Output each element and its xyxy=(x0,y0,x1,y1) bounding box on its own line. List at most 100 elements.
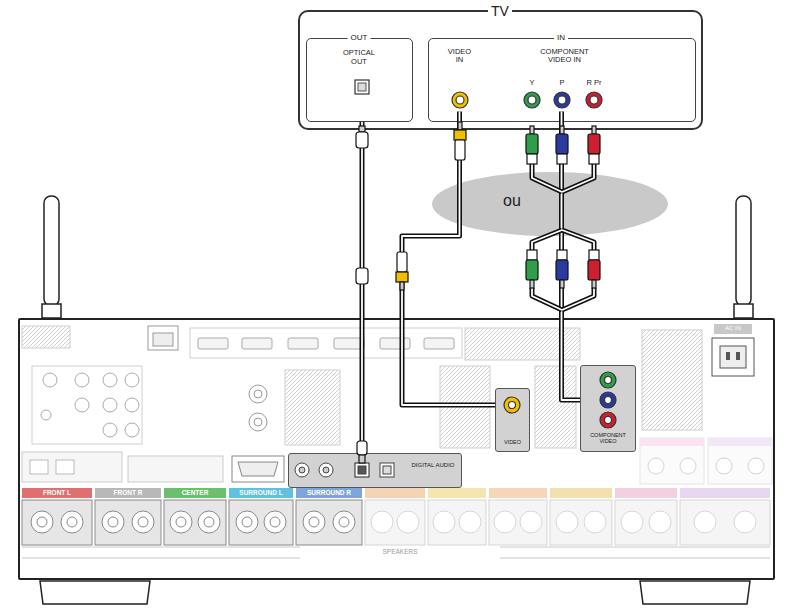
pre-out-jack xyxy=(640,438,704,446)
oval-shape xyxy=(432,172,668,236)
analog-jack xyxy=(249,385,267,403)
network-port xyxy=(148,326,178,350)
rca-jack xyxy=(586,92,602,108)
rca-jack xyxy=(600,372,616,388)
signal-name: Y xyxy=(526,79,537,88)
speaker-terminal xyxy=(198,511,220,533)
rca-plug xyxy=(588,260,600,280)
rca-jack xyxy=(600,412,616,428)
receiver-foot xyxy=(640,581,750,604)
oval-shape xyxy=(432,172,668,236)
speaker-terminal xyxy=(584,511,606,533)
hdmi-port xyxy=(198,338,228,349)
speaker-terminal xyxy=(734,511,756,533)
speaker-terminal xyxy=(649,511,671,533)
analog-jack xyxy=(75,398,89,412)
speaker-band xyxy=(95,488,161,498)
port-name: VIDEO xyxy=(496,439,529,445)
cable xyxy=(360,122,365,453)
hatched-panel xyxy=(642,330,702,430)
digital-jack xyxy=(323,467,329,473)
port-name: COMPONENT VIDEO xyxy=(581,432,635,445)
rca-plug xyxy=(589,154,599,164)
cable xyxy=(362,122,363,453)
speaker-terminal xyxy=(459,511,481,533)
control-port xyxy=(238,462,278,476)
digital-jack xyxy=(355,463,369,477)
rca-plug xyxy=(560,126,564,134)
antenna xyxy=(42,196,753,318)
antenna xyxy=(734,304,753,318)
speaker-terminal xyxy=(236,511,258,533)
rca-plug xyxy=(588,134,600,154)
control-port xyxy=(30,460,48,474)
control-port xyxy=(22,452,284,482)
rca-plug xyxy=(530,126,534,134)
speaker-band xyxy=(164,488,226,498)
section-rule xyxy=(22,547,770,558)
pre-out-jack xyxy=(748,458,764,474)
speaker-terminal xyxy=(31,511,355,533)
speaker-terminal xyxy=(102,511,124,533)
cable-branch xyxy=(532,230,562,250)
power-inlet xyxy=(736,352,740,360)
rca-jack xyxy=(452,92,602,108)
analog-jack xyxy=(254,390,262,398)
cable-core xyxy=(402,112,495,406)
speaker-terminal xyxy=(229,500,293,545)
speaker-terminal xyxy=(371,511,756,533)
cable-branch xyxy=(562,230,594,250)
speaker-terminal xyxy=(339,517,349,527)
speaker-terminal xyxy=(365,500,425,545)
speaker-terminal xyxy=(61,511,83,533)
port-name: OPTICAL OUT xyxy=(339,49,379,66)
rca-plug xyxy=(560,280,564,288)
cable-branch xyxy=(562,230,594,250)
section-name: SPEAKERS xyxy=(330,548,470,555)
panel-heading: IN xyxy=(554,33,568,42)
digital-jack xyxy=(358,466,366,474)
rca-plug xyxy=(557,250,567,260)
power-inlet xyxy=(720,346,746,368)
speaker-terminal xyxy=(365,500,770,545)
speaker-terminal xyxy=(164,500,226,545)
rca-plug xyxy=(455,140,465,160)
digital-audio-input: DIGITAL AUDIO xyxy=(288,453,462,488)
channel-name: FRONT R xyxy=(111,489,146,496)
speaker-band xyxy=(489,488,547,498)
analog-jack xyxy=(32,366,267,444)
optical-plug xyxy=(359,126,365,132)
rca-jack xyxy=(590,96,598,104)
rca-plug xyxy=(589,250,599,260)
digital-jack xyxy=(380,463,394,477)
section-rule xyxy=(22,547,770,558)
speaker-terminal xyxy=(264,511,286,533)
port-name: AC IN xyxy=(722,325,744,332)
power-inlet xyxy=(714,324,752,334)
speaker-terminal xyxy=(397,511,419,533)
cable-branch xyxy=(532,288,562,310)
speaker-terminal xyxy=(37,517,47,527)
cable xyxy=(402,112,495,406)
digital-jack xyxy=(299,467,305,473)
speaker-terminal xyxy=(371,511,393,533)
signal-name: P xyxy=(556,79,567,88)
rca-plug xyxy=(556,260,568,280)
power-inlet xyxy=(726,352,730,360)
rca-jack xyxy=(524,92,540,108)
digital-jack xyxy=(295,463,394,477)
cable-branch xyxy=(532,164,562,192)
rca-plug xyxy=(400,282,404,290)
rca-plug xyxy=(396,122,600,290)
channel-name: FRONT L xyxy=(40,489,74,496)
speaker-terminal xyxy=(108,517,118,527)
speaker-terminal xyxy=(494,511,516,533)
hdmi-port xyxy=(424,338,454,349)
pre-out-jack xyxy=(716,458,732,474)
rca-plug xyxy=(556,134,568,154)
channel-name: SURROUND R xyxy=(304,489,354,496)
speaker-band xyxy=(615,488,677,498)
